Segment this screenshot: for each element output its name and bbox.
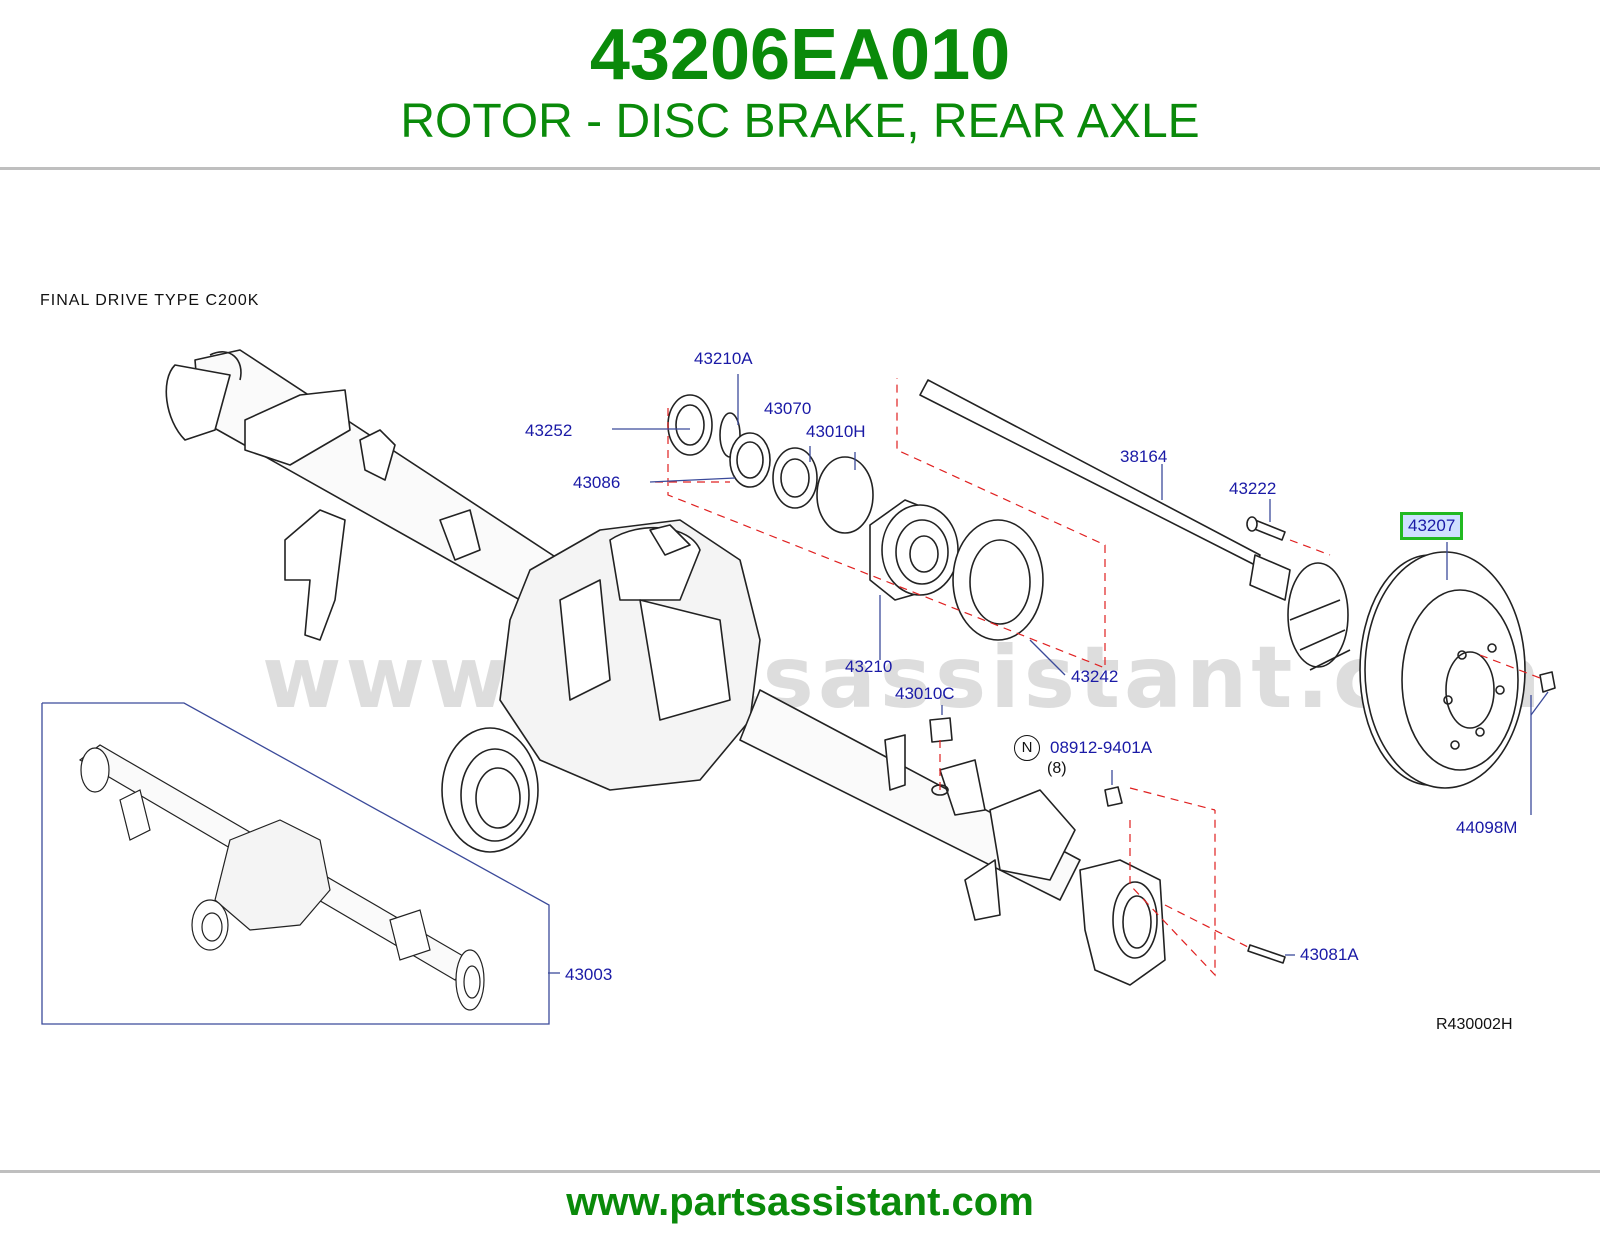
- callout-38164[interactable]: 38164: [1120, 447, 1168, 466]
- callout-44098M[interactable]: 44098M: [1456, 818, 1518, 837]
- quantity-note: (8): [1047, 760, 1067, 777]
- callout-43086[interactable]: 43086: [573, 473, 621, 492]
- callout-43207-highlighted[interactable]: 43207: [1399, 512, 1464, 540]
- callout-43210A[interactable]: 43210A: [694, 349, 753, 368]
- n-marker-icon: N: [1014, 735, 1040, 761]
- callout-43010C[interactable]: 43010C: [895, 684, 955, 703]
- final-drive-type-note: FINAL DRIVE TYPE C200K: [40, 292, 260, 309]
- part-number-title: 43206EA010: [589, 15, 1011, 95]
- callout-43070[interactable]: 43070: [764, 399, 812, 418]
- callout-43252[interactable]: 43252: [525, 421, 573, 440]
- footer-divider: [0, 1170, 1600, 1173]
- callout-43242[interactable]: 43242: [1071, 667, 1119, 686]
- callout-43222[interactable]: 43222: [1229, 479, 1277, 498]
- page-header: 43206EA010 ROTOR - DISC BRAKE, REAR AXLE: [0, 0, 1600, 170]
- part-description: ROTOR - DISC BRAKE, REAR AXLE: [400, 95, 1200, 148]
- reference-code: R430002H: [1436, 1016, 1513, 1033]
- callout-43003[interactable]: 43003: [565, 965, 613, 984]
- callout-08912-9401A[interactable]: 08912-9401A: [1050, 738, 1153, 757]
- header-divider: [0, 167, 1600, 170]
- callout-43010H[interactable]: 43010H: [806, 422, 866, 441]
- footer-website-link[interactable]: www.partsassistant.com: [566, 1180, 1034, 1224]
- callout-43081A[interactable]: 43081A: [1300, 945, 1359, 964]
- callout-43210[interactable]: 43210: [845, 657, 893, 676]
